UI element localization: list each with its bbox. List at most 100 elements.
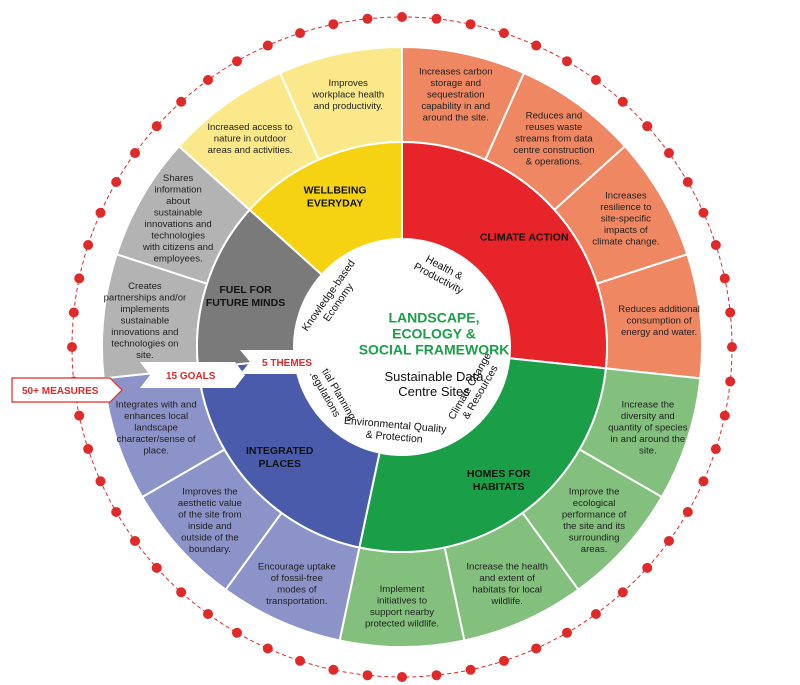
measure-text-line: consumption of (627, 315, 692, 326)
ring-dot (176, 587, 187, 598)
ring-dot (95, 476, 106, 487)
ring-dot (617, 587, 628, 598)
goal-label-line: HABITATS (473, 481, 525, 493)
measure-text-line: workplace health (311, 90, 384, 101)
measure-text-line: of fossil-free (271, 573, 323, 584)
ring-dot (203, 608, 214, 619)
measure-text-line: Improves the (182, 487, 237, 498)
measure-text-line: the site and its (563, 521, 625, 532)
measure-text-line: diversity and (621, 411, 675, 422)
measure-text-line: habitats for local (472, 584, 542, 595)
center-hub: LANDSCAPE,ECOLOGY &SOCIAL FRAMEWORKSusta… (294, 239, 510, 455)
measure-text-line: Increase the (621, 399, 674, 410)
goal-label-line: HOMES FOR (467, 468, 531, 480)
measure-text-line: place. (143, 445, 169, 456)
measure-text-line: aesthetic value (178, 498, 242, 509)
measure-text-line: about (166, 196, 190, 207)
measure-text-line: employees. (154, 254, 203, 265)
ring-dot (262, 643, 273, 654)
measure-text-line: in and around the (611, 434, 686, 445)
goal-label-line: WELLBEING (304, 185, 367, 197)
ring-dot (590, 608, 601, 619)
measure-text-line: technologies (151, 231, 205, 242)
measure-text-line: Reduces and (526, 110, 583, 121)
goal-label-line: EVERYDAY (307, 198, 363, 210)
measure-text-line: around the site. (423, 113, 489, 124)
center-circle (294, 239, 510, 455)
measure-text-line: capability in and (421, 101, 490, 112)
measure-text-line: Increase the health (466, 561, 548, 572)
ring-dot (328, 664, 339, 675)
ring-dot (232, 56, 242, 67)
measure-text-line: ecological (573, 498, 616, 509)
measure-text-line: Creates (128, 281, 162, 292)
ring-dot (83, 240, 94, 251)
measure-text-line: enhances local (124, 411, 188, 422)
ring-dot (130, 535, 141, 546)
goal-label-line: FUEL FOR (219, 284, 272, 296)
measure-text-line: storage and (430, 78, 481, 89)
ring-dot (328, 19, 339, 30)
ring-dot (67, 342, 77, 352)
measure-text-line: Improves (329, 78, 369, 89)
ring-dot (498, 28, 509, 39)
ring-dot (682, 507, 693, 517)
measure-text-line: & operations. (526, 156, 583, 167)
ring-dot (698, 207, 709, 218)
ring-dot (642, 562, 653, 573)
ring-dot (725, 307, 736, 318)
ring-dot (562, 627, 572, 638)
measure-text-line: areas. (581, 544, 608, 555)
ring-dot (431, 13, 442, 24)
measure-text-line: Increased access to (207, 122, 292, 133)
measure-text-line: character/sense of (117, 434, 196, 445)
ring-dot (295, 655, 306, 666)
measure-text-line: with citizens and (142, 242, 213, 253)
measure-text-line: centre construction (513, 145, 594, 156)
ring-dot (590, 75, 601, 86)
ring-dot (431, 670, 442, 681)
measure-text-line: impacts of (604, 225, 648, 236)
ring-dot (111, 507, 122, 517)
measure-text-line: partnerships and/or (104, 292, 187, 303)
ring-dot (130, 148, 141, 159)
ring-dot (74, 273, 85, 284)
outer-dotted-ring (67, 12, 737, 682)
measure-text-line: sequestration (427, 90, 485, 101)
ring-dot (397, 672, 407, 682)
ring-dot (531, 40, 542, 51)
ring-dot (295, 28, 306, 39)
measure-text-line: surrounding (569, 533, 620, 544)
ring-dot (698, 476, 709, 487)
measure-text-line: and extent of (479, 573, 535, 584)
measure-text-line: reuses waste (526, 122, 583, 133)
ring-dot (498, 655, 509, 666)
goal-label-line: CLIMATE ACTION (480, 231, 569, 243)
measure-text-line: and productivity. (314, 101, 383, 112)
measure-text-line: initiatives to (377, 595, 427, 606)
measure-text-line: quantity of species (608, 422, 688, 433)
goal-label-line: PLACES (258, 458, 301, 470)
ring-dot (95, 207, 106, 218)
measure-text-line: nature in outdoor (214, 133, 287, 144)
goal-label: CLIMATE ACTION (480, 231, 569, 243)
measure-text-line: boundary. (189, 544, 231, 555)
measure-text-line: implements (120, 304, 169, 315)
measure-text-line: of the site from (178, 510, 241, 521)
ring-dot (362, 670, 373, 681)
measure-text-line: sustainable (154, 208, 203, 219)
measure-text-line: modes of (277, 584, 317, 595)
measure-text-line: Implement (380, 584, 425, 595)
